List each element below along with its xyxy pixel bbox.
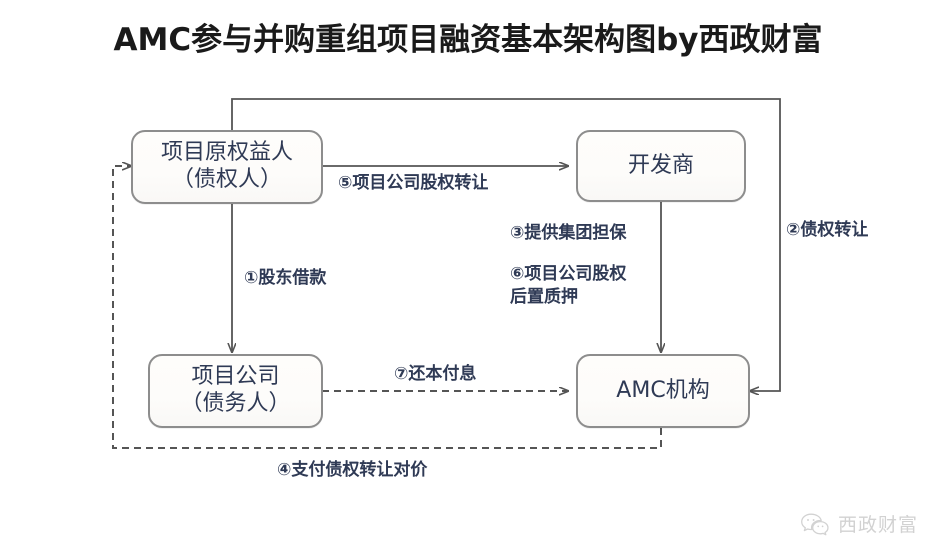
edge-label-equity-transfer: ⑤项目公司股权转让 [338, 173, 489, 193]
edge-label-pay-transfer-consideration: ④支付债权转让对价 [277, 460, 428, 480]
watermark: 西政财富 [800, 510, 918, 537]
edge-label-repay-principal-interest: ⑦还本付息 [394, 364, 477, 384]
edge-label-creditor-rights-transfer: ②债权转让 [786, 220, 869, 240]
node-amc-label: AMC机构 [616, 377, 710, 403]
node-original-rights-holder-label: 项目原权益人 （债权人） [160, 140, 293, 192]
edge-label-equity-pledge: ⑥项目公司股权 后置质押 [510, 264, 627, 307]
node-project-company[interactable]: 项目公司 （债务人） [148, 354, 323, 428]
node-amc[interactable]: AMC机构 [576, 354, 750, 428]
edge-creditor-rights-transfer [231, 98, 781, 391]
wechat-icon [800, 512, 830, 536]
page-title: AMC参与并购重组项目融资基本架构图by西政财富 [113, 22, 823, 58]
edge-label-group-guarantee: ③提供集团担保 [510, 223, 627, 243]
watermark-text: 西政财富 [837, 514, 918, 536]
node-developer[interactable]: 开发商 [576, 130, 746, 202]
node-developer-label: 开发商 [627, 152, 694, 178]
edge-pay-transfer-consideration [112, 166, 662, 449]
edge-label-shareholder-loan: ①股东借款 [244, 268, 327, 288]
node-project-company-label: 项目公司 （债务人） [180, 364, 291, 416]
node-original-rights-holder[interactable]: 项目原权益人 （债权人） [131, 130, 323, 204]
